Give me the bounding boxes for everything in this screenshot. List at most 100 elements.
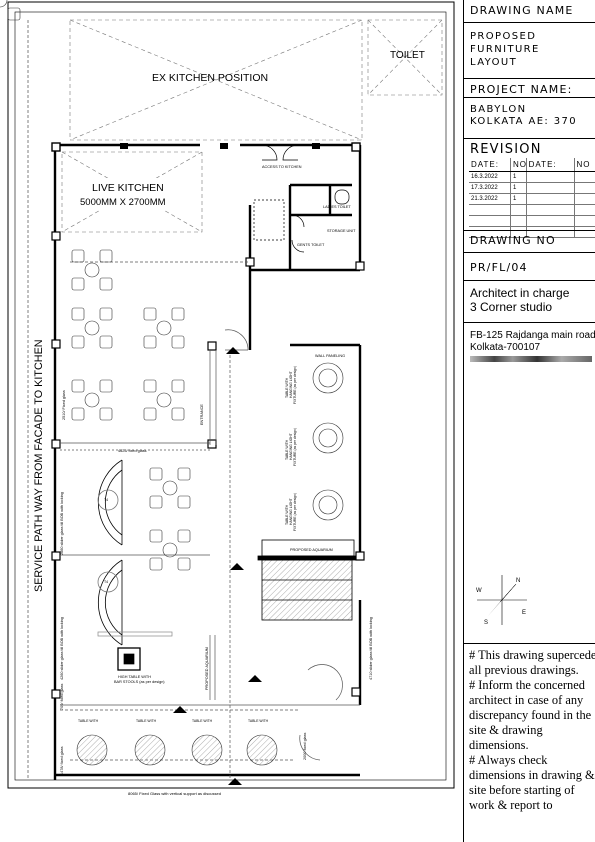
rev-empty <box>527 205 575 215</box>
rev-date: 17.3.2022 <box>469 183 511 193</box>
toilet-block <box>253 144 350 253</box>
fixed-1478-label: 1478/ fixed glass <box>60 746 64 775</box>
floor-plan-drawing: EX KITCHEN POSITION TOILET <box>0 0 455 796</box>
slider-4710-label: 4710 slider glass till BOB with locking <box>369 617 373 680</box>
rev-empty <box>511 216 527 226</box>
slider-4260-label: 4260 slider glass till BOB with locking <box>60 617 64 680</box>
bottom-glass-note: 8065/ Fixed Glass with vertical support … <box>128 791 221 796</box>
bar-stools-label: BAR STOOLS (as per design) <box>114 680 165 684</box>
slider-2660-label: 2660 slider glass till BOB with locking <box>60 492 64 555</box>
rev-no: 1 <box>511 194 527 204</box>
architect-line2: 3 Corner studio <box>470 300 553 314</box>
rev-date: 16.3.2022 <box>469 172 511 182</box>
drawing-name-header: DRAWING NAME <box>470 4 574 17</box>
fixed-700-label: 700/ fixed glass <box>60 684 64 710</box>
right-table-3-label-b: HANGING LIGHT <box>289 498 293 525</box>
table-with-lights-right <box>312 362 344 521</box>
front-round-tables <box>76 734 278 766</box>
drawing-no-header: DRAWING NO <box>470 234 556 247</box>
glass-2510-label: 2510/ Fixed glass <box>62 390 66 420</box>
table-row <box>469 216 595 227</box>
ladies-toilet-label: LADIES TOILET <box>323 205 351 209</box>
right-table-1-label-a: TABLE WITH <box>285 377 289 398</box>
rev-date: 21.3.2022 <box>469 194 511 204</box>
table-row <box>469 227 595 238</box>
rev-empty <box>575 172 595 182</box>
revision-table-header: DATE: NO DATE: NO <box>469 158 595 172</box>
front-table-4-label: TABLE WITH <box>248 719 269 723</box>
redacted-contact <box>470 356 592 362</box>
building-walls <box>53 143 362 780</box>
rev-no: 1 <box>511 183 527 193</box>
live-kitchen-title: LIVE KITCHEN <box>92 182 164 194</box>
access-kitchen-label: ACCESS TO KITCHEN <box>262 165 302 169</box>
rev-empty <box>527 183 575 193</box>
compass-west: W <box>476 588 482 594</box>
project-name-header: PROJECT NAME: <box>470 83 573 96</box>
rev-empty <box>511 227 527 237</box>
rev-no: 1 <box>511 172 527 182</box>
drawing-notes: # This drawing supercede all previous dr… <box>469 648 595 812</box>
right-table-1-label-b: HANGING LIGHT <box>289 371 293 398</box>
site-boundary <box>7 1 455 789</box>
table-row: 17.3.2022 1 <box>469 183 595 194</box>
rev-col-date-1: DATE: <box>469 158 511 171</box>
front-table-2-label: TABLE WITH <box>136 719 157 723</box>
booth-seating <box>97 459 123 646</box>
drawing-name-line3: LAYOUT <box>470 57 518 68</box>
dining-tables-left <box>0 0 191 571</box>
rev-empty <box>469 227 511 237</box>
toilet-label: TOILET <box>390 50 425 61</box>
entrance-label: ENTRANCE <box>200 404 204 425</box>
revision-header: REVISION <box>470 142 542 157</box>
ex-kitchen-zone <box>69 19 443 141</box>
rev-empty <box>575 194 595 204</box>
booth-2-label: T4 <box>104 580 108 584</box>
rev-col-no-2: NO <box>576 160 591 169</box>
right-table-2-label-b: HANGING LIGHT <box>289 433 293 460</box>
right-table-1-label-c: FIXTURE (as per design) <box>293 366 297 404</box>
gents-toilet-label: GENTS TOILET <box>297 243 325 247</box>
rev-empty <box>575 216 595 226</box>
entry-arrows <box>173 347 262 785</box>
front-table-1-label: TABLE WITH <box>78 719 99 723</box>
project-name-line2: KOLKATA AE: 370 <box>470 116 578 127</box>
rev-empty <box>575 205 595 215</box>
rev-empty <box>575 227 595 237</box>
compass-north: N <box>516 578 520 584</box>
drawing-name-line2: FURNITURE <box>470 44 540 55</box>
right-table-2-label-a: TABLE WITH <box>285 439 289 460</box>
glass-4625-label: 4625/ fixed glass <box>118 449 147 453</box>
high-table <box>97 631 173 671</box>
wall-paneling-label: WALL PANELING <box>315 354 345 358</box>
compass-south: S <box>484 620 488 626</box>
aquarium-block <box>257 539 357 621</box>
address-line2: Kolkata-700107 <box>470 342 541 353</box>
rev-empty <box>469 216 511 226</box>
drawing-name-line1: PROPOSED <box>470 31 537 42</box>
front-table-3-label: TABLE WITH <box>192 719 213 723</box>
revision-table: DATE: NO DATE: NO 16.3.2022 1 17.3.2022 … <box>469 158 595 238</box>
fixed-2000-label: 2000 fixed glass <box>303 732 307 760</box>
high-table-label: HIGH TABLE WITH <box>118 675 151 679</box>
address-line1: FB-125 Rajdanga main road <box>470 330 595 341</box>
wall-hatch <box>51 142 365 699</box>
right-table-3-label-a: TABLE WITH <box>285 504 289 525</box>
service-path-label: SERVICE PATH WAY FROM FACADE TO KITCHEN <box>33 339 45 592</box>
table-row <box>469 205 595 216</box>
rev-col-date-2: DATE: <box>527 158 575 171</box>
rev-col-no-1: NO <box>512 158 527 171</box>
right-table-2-label-c: FIXTURE (as per design) <box>293 428 297 466</box>
booth-1-label: T4 <box>104 498 108 502</box>
rev-empty <box>511 205 527 215</box>
interior-lines <box>60 261 360 780</box>
compass-icon: N S E W <box>476 575 527 626</box>
rev-empty <box>527 227 575 237</box>
aquarium-vertical-label: PROPOSED AQUARIUM <box>205 647 209 690</box>
rev-empty <box>527 194 575 204</box>
architect-line1: Architect in charge <box>470 286 570 300</box>
rev-empty <box>527 172 575 182</box>
proposed-aquarium-label: PROPOSED AQUARIUM <box>290 548 333 552</box>
rev-empty <box>575 183 595 193</box>
storage-unit-label: STORAGE UNIT <box>327 229 356 233</box>
